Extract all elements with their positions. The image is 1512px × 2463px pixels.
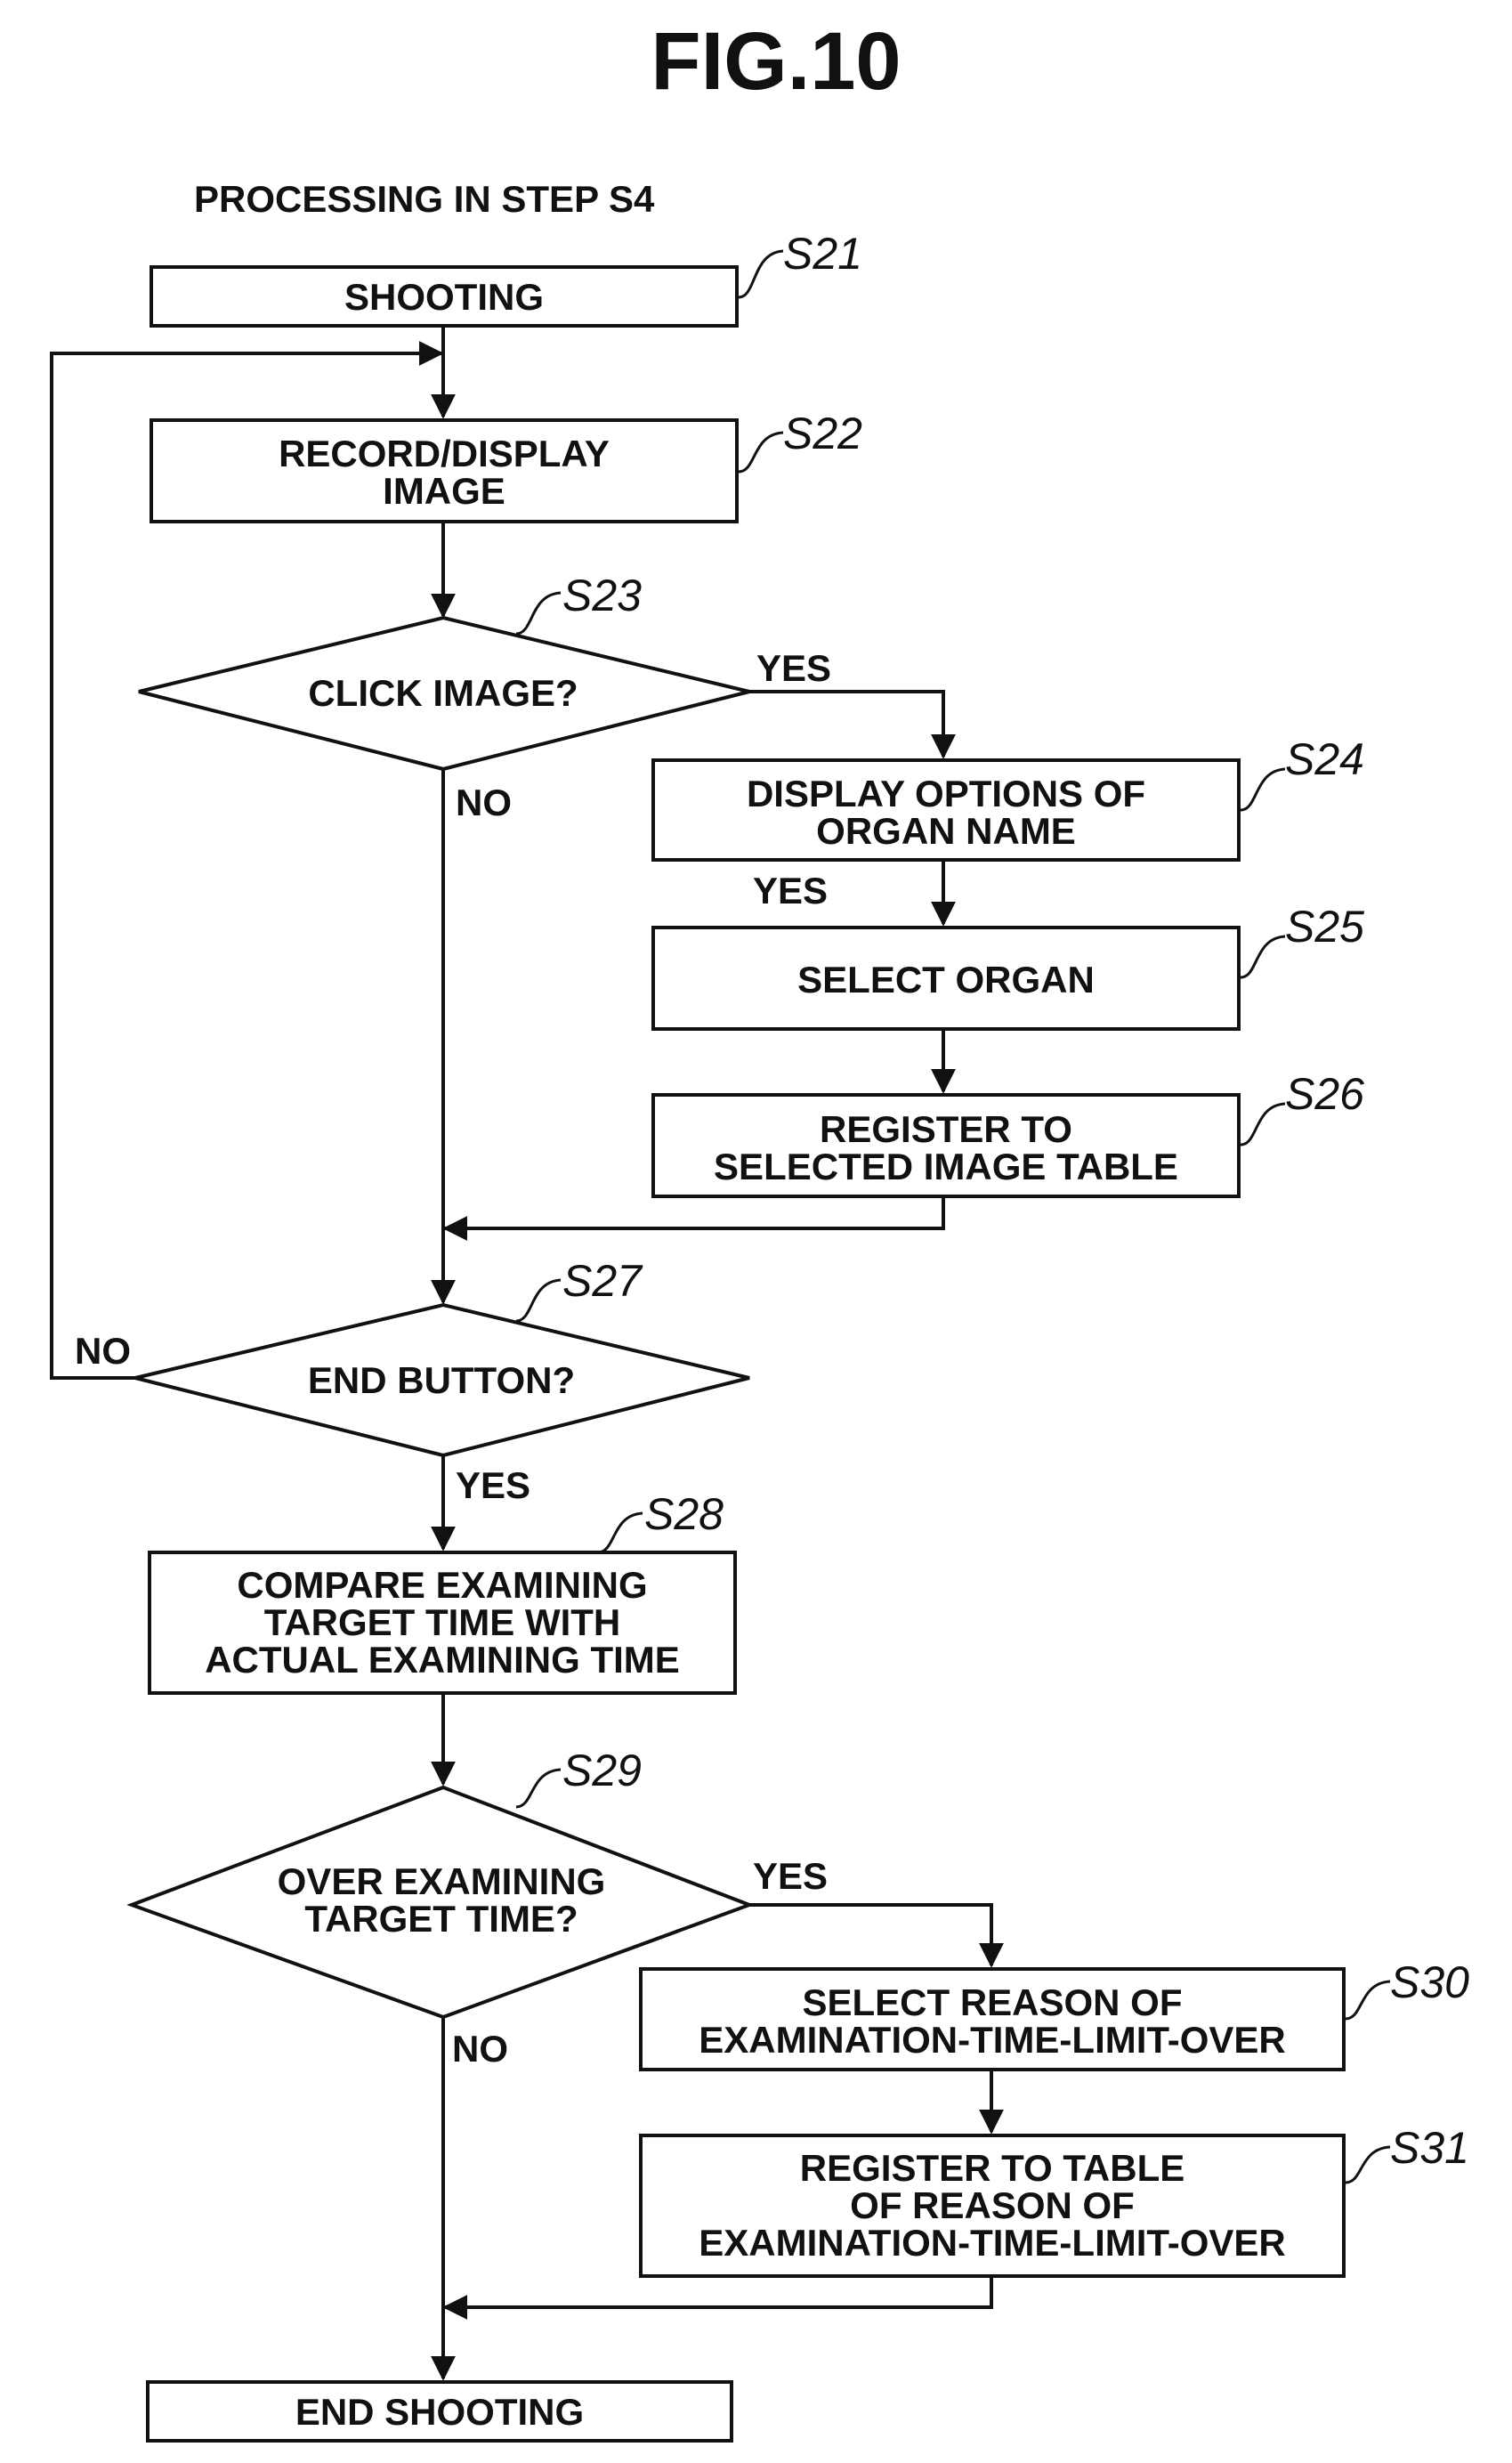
step-s30-label-line1: SELECT REASON OF [802, 1981, 1182, 2023]
figure-subtitle: PROCESSING IN STEP S4 [194, 178, 655, 220]
step-s28-label-line1: COMPARE EXAMINING [237, 1564, 647, 1606]
step-number-s21: S21 [783, 229, 862, 279]
leader-s26 [1241, 1104, 1285, 1145]
leader-s22 [739, 433, 783, 472]
leader-s28 [598, 1513, 643, 1552]
step-s27-label: END BUTTON? [308, 1359, 575, 1401]
step-number-s31: S31 [1390, 2123, 1469, 2173]
step-s21-label: SHOOTING [344, 276, 544, 318]
step-s22-box: RECORD/DISPLAY IMAGE [151, 420, 737, 522]
s29-no-label: NO [452, 2028, 508, 2070]
step-s30-box: SELECT REASON OF EXAMINATION-TIME-LIMIT-… [641, 1969, 1344, 2070]
edge-s26-merge [445, 1196, 943, 1228]
end-shooting-label: END SHOOTING [295, 2391, 584, 2433]
step-s30-label-line2: EXAMINATION-TIME-LIMIT-OVER [699, 2019, 1286, 2061]
step-s25-label: SELECT ORGAN [797, 959, 1095, 1001]
step-number-s27: S27 [562, 1256, 643, 1306]
step-s29-label-line1: OVER EXAMINING [278, 1860, 606, 1902]
end-shooting-box: END SHOOTING [148, 2382, 732, 2441]
step-number-s25: S25 [1285, 902, 1364, 952]
step-s24-box: DISPLAY OPTIONS OF ORGAN NAME [653, 760, 1239, 860]
step-s26-label-line2: SELECTED IMAGE TABLE [714, 1146, 1178, 1187]
leader-s25 [1241, 936, 1285, 977]
step-s21-box: SHOOTING [151, 267, 737, 326]
step-s28-label-line3: ACTUAL EXAMINING TIME [205, 1639, 680, 1681]
step-s31-label-line2: OF REASON OF [850, 2184, 1135, 2226]
leader-s23 [516, 593, 561, 634]
edge-s23-yes [746, 692, 943, 757]
s27-no-label: NO [75, 1330, 131, 1372]
leader-s31 [1346, 2147, 1390, 2183]
step-s28-box: COMPARE EXAMINING TARGET TIME WITH ACTUA… [150, 1552, 735, 1693]
step-s23-label: CLICK IMAGE? [308, 672, 578, 714]
step-s27-decision: END BUTTON? [135, 1305, 749, 1455]
step-s31-label-line3: EXAMINATION-TIME-LIMIT-OVER [699, 2222, 1286, 2264]
step-number-s26: S26 [1285, 1069, 1364, 1119]
step-number-s22: S22 [783, 409, 862, 458]
step-s31-label-line1: REGISTER TO TABLE [800, 2147, 1185, 2189]
leader-s21 [739, 251, 783, 297]
step-s26-label-line1: REGISTER TO [820, 1108, 1072, 1150]
s27-yes-label: YES [456, 1464, 530, 1506]
step-s22-label-line1: RECORD/DISPLAY [279, 433, 610, 474]
step-s28-label-line2: TARGET TIME WITH [264, 1601, 621, 1643]
step-s24-label-line2: ORGAN NAME [816, 810, 1076, 852]
step-number-s30: S30 [1390, 1957, 1469, 2007]
step-s29-label-line2: TARGET TIME? [304, 1898, 578, 1940]
leader-s29 [516, 1770, 561, 1807]
step-s31-box: REGISTER TO TABLE OF REASON OF EXAMINATI… [641, 2135, 1344, 2276]
step-s23-decision: CLICK IMAGE? [139, 618, 749, 769]
step-number-s29: S29 [562, 1746, 642, 1795]
step-number-s28: S28 [644, 1489, 724, 1539]
leader-s24 [1241, 769, 1285, 810]
step-s22-label-line2: IMAGE [383, 470, 505, 512]
s23-yes-label: YES [756, 647, 831, 689]
leader-s30 [1346, 1981, 1390, 2019]
s24-yes-label: YES [753, 870, 828, 911]
s23-no-label: NO [456, 782, 512, 823]
step-number-s24: S24 [1285, 734, 1364, 784]
step-s24-label-line1: DISPLAY OPTIONS OF [747, 773, 1145, 814]
step-s25-box: SELECT ORGAN [653, 928, 1239, 1029]
figure-title: FIG.10 [651, 16, 901, 107]
leader-s27 [516, 1280, 561, 1321]
edge-s29-yes [746, 1905, 991, 1965]
s29-yes-label: YES [753, 1855, 828, 1897]
step-s26-box: REGISTER TO SELECTED IMAGE TABLE [653, 1095, 1239, 1196]
step-number-s23: S23 [562, 571, 642, 620]
